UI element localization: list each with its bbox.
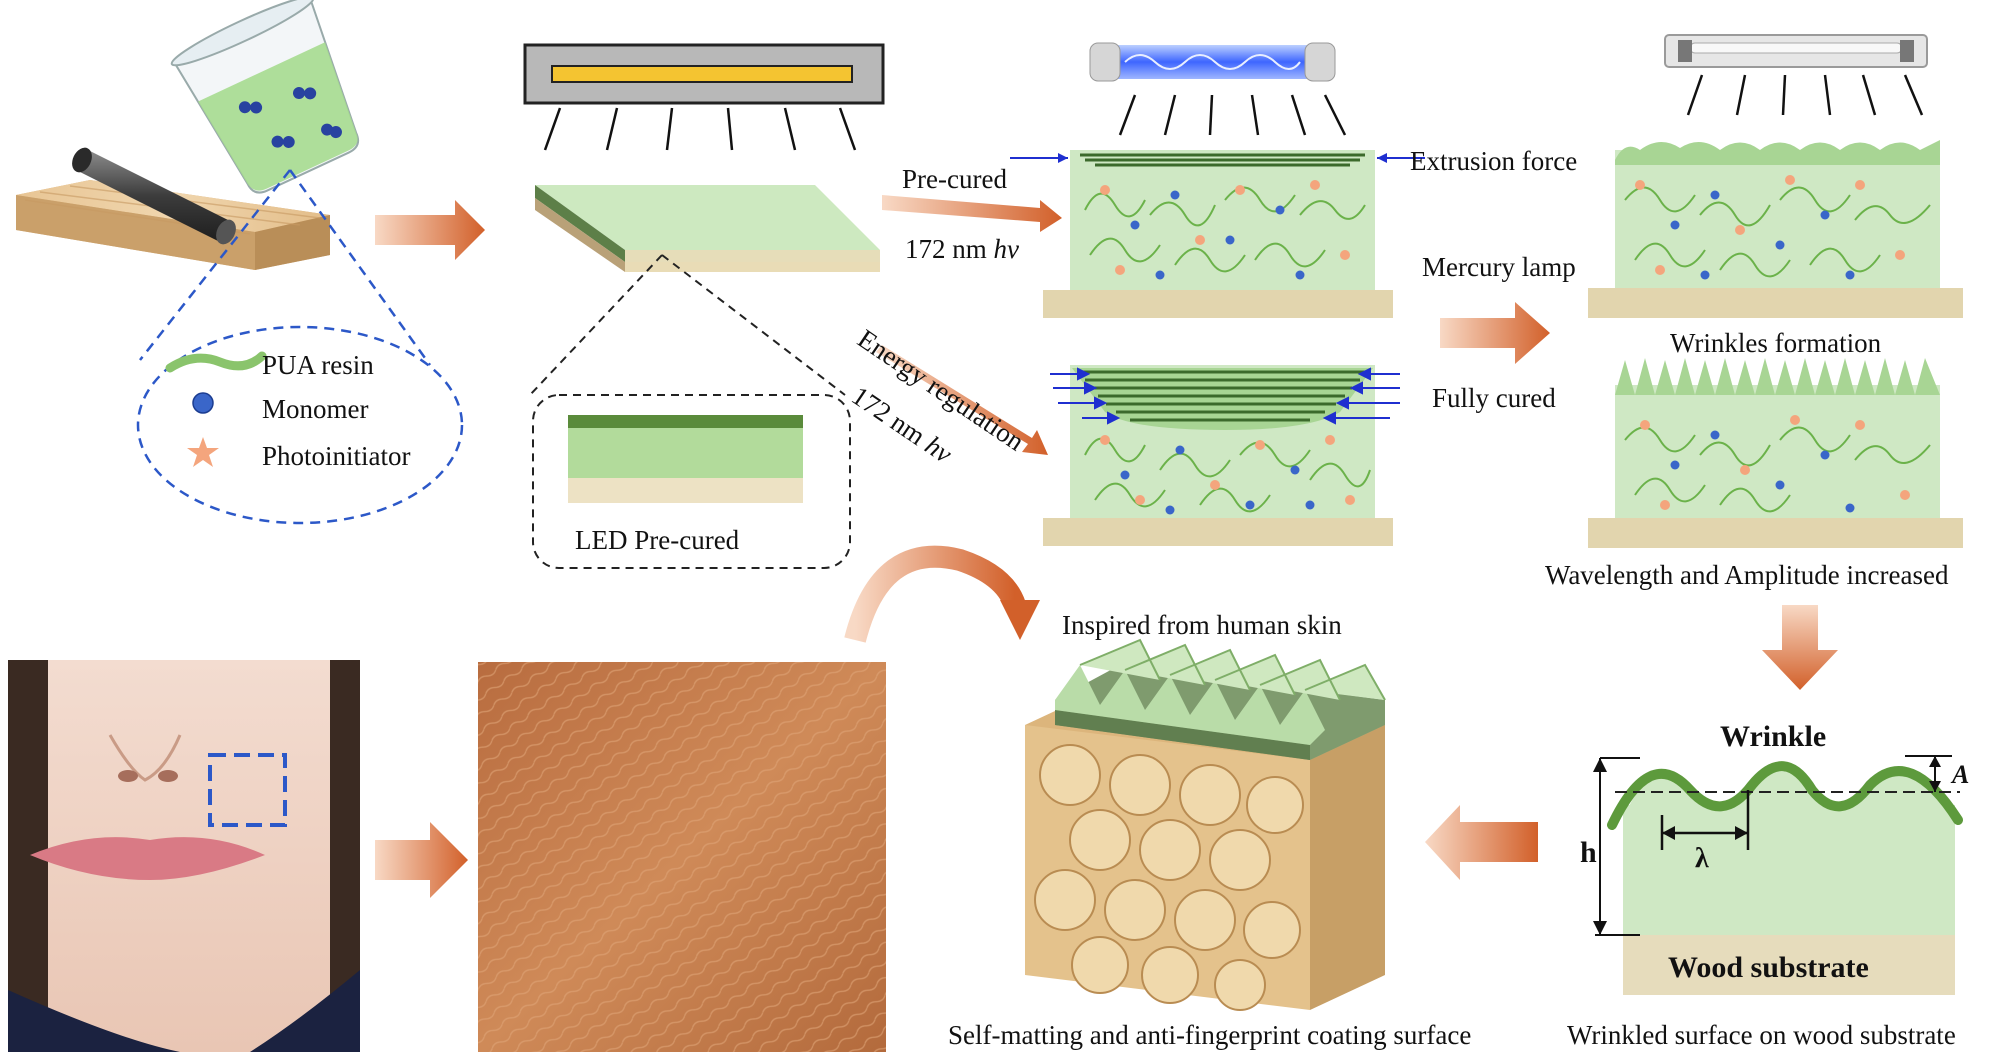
coating-application-illustration [16,0,464,525]
monomer-icon [192,392,214,414]
precured-block-lower [1043,365,1400,546]
led-precured-label: LED Pre-cured [575,525,740,555]
self-matting-label: Self-matting and anti-fingerprint coatin… [948,1020,1472,1050]
process-arrow-1 [375,200,485,260]
skin-zoom-box [208,753,287,827]
amplitude-symbol: A [1952,760,1970,789]
coating-3d-illustration [1025,638,1386,1011]
wrinkled-surface-label: Wrinkled surface on wood substrate [1567,1020,1956,1050]
wavelength-label-a: 172 nm hv [905,234,1019,264]
down-arrow [1762,605,1838,690]
wrinkle-title: Wrinkle [1720,720,1827,753]
skin-micrograph [478,662,886,1052]
mercury-lamp-arrow [1440,302,1550,364]
curved-arrow [844,545,1026,643]
precured-label: Pre-cured [902,164,1007,194]
legend-pua-resin: PUA resin [262,350,374,380]
excimer-lamp [1089,42,1347,136]
beaker [170,0,360,194]
face-photo [8,660,360,1052]
mercury-lamp-label: Mercury lamp [1422,252,1576,282]
left-arrow [1425,805,1538,880]
height-symbol: h [1580,836,1597,869]
wrinkled-block-upper [1588,140,1963,318]
legend-ellipse [136,325,464,525]
precure-arrow [882,195,1062,232]
wrinkled-block-lower [1588,358,1963,548]
led-precure-inset [532,394,851,569]
curved-arrow-head [1000,600,1040,640]
led-precure-illustration [523,43,885,569]
roller [72,147,236,245]
wood-substrate-label: Wood substrate [1668,951,1869,984]
wrinkle-schematic [1593,755,1963,995]
inspired-label: Inspired from human skin [1062,610,1342,640]
wavelength-amplitude-label: Wavelength and Amplitude increased [1545,560,1949,590]
legend-photoinitiator: Photoinitiator [262,441,411,471]
fully-cured-label: Fully cured [1432,383,1556,413]
face-arrow [375,822,468,898]
legend-monomer: Monomer [262,394,369,424]
energy-regulation-arrow [876,345,1048,455]
extrusion-force-label: Extrusion force [1410,146,1578,176]
photoinitiator-icon [187,437,219,467]
precured-block-upper [1010,150,1425,318]
wrinkles-formation-label: Wrinkles formation [1670,328,1882,358]
wavelength-symbol: λ [1695,843,1709,874]
mercury-lamp [1664,34,1928,116]
pua-resin-icon [165,351,267,373]
